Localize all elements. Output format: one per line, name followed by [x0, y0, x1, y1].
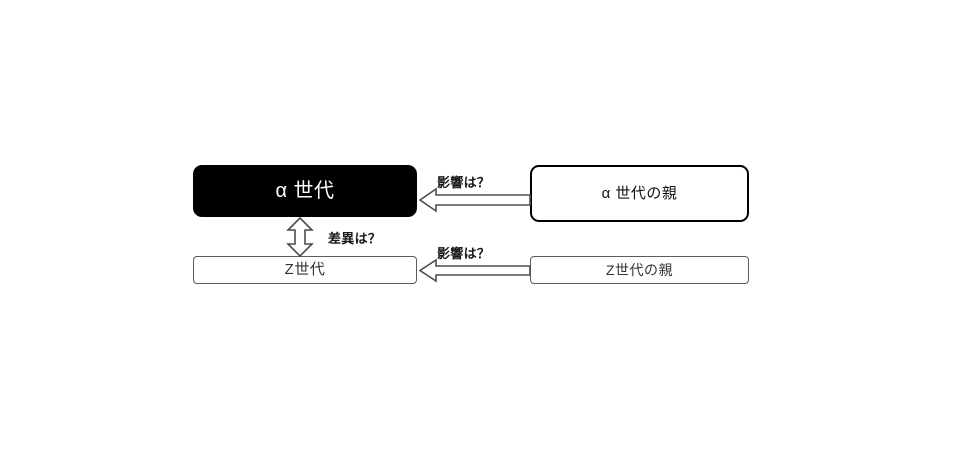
node-alpha-generation[interactable]: α 世代 — [193, 165, 417, 217]
node-alpha-generation-label: α 世代 — [275, 180, 335, 202]
edge-label-influence-z: 影響は？ — [437, 246, 491, 261]
node-z-generation-parent[interactable]: Z世代の親 — [530, 256, 749, 284]
node-alpha-generation-parent[interactable]: α 世代の親 — [530, 165, 749, 222]
left-block-arrow-shape — [418, 258, 531, 283]
arrow-influence-alpha-icon — [418, 187, 531, 213]
node-alpha-generation-parent-label: α 世代の親 — [601, 184, 678, 202]
node-z-generation[interactable]: Z世代 — [193, 256, 417, 284]
double-headed-vertical-arrow-shape — [286, 216, 314, 258]
arrow-difference-icon — [286, 216, 314, 258]
edge-label-influence-alpha: 影響は？ — [437, 175, 491, 190]
node-z-generation-parent-label: Z世代の親 — [605, 261, 674, 278]
edge-label-difference: 差異は？ — [328, 231, 382, 246]
node-z-generation-label: Z世代 — [284, 261, 326, 278]
arrow-influence-z-icon — [418, 258, 531, 283]
left-block-arrow-shape — [418, 187, 531, 213]
